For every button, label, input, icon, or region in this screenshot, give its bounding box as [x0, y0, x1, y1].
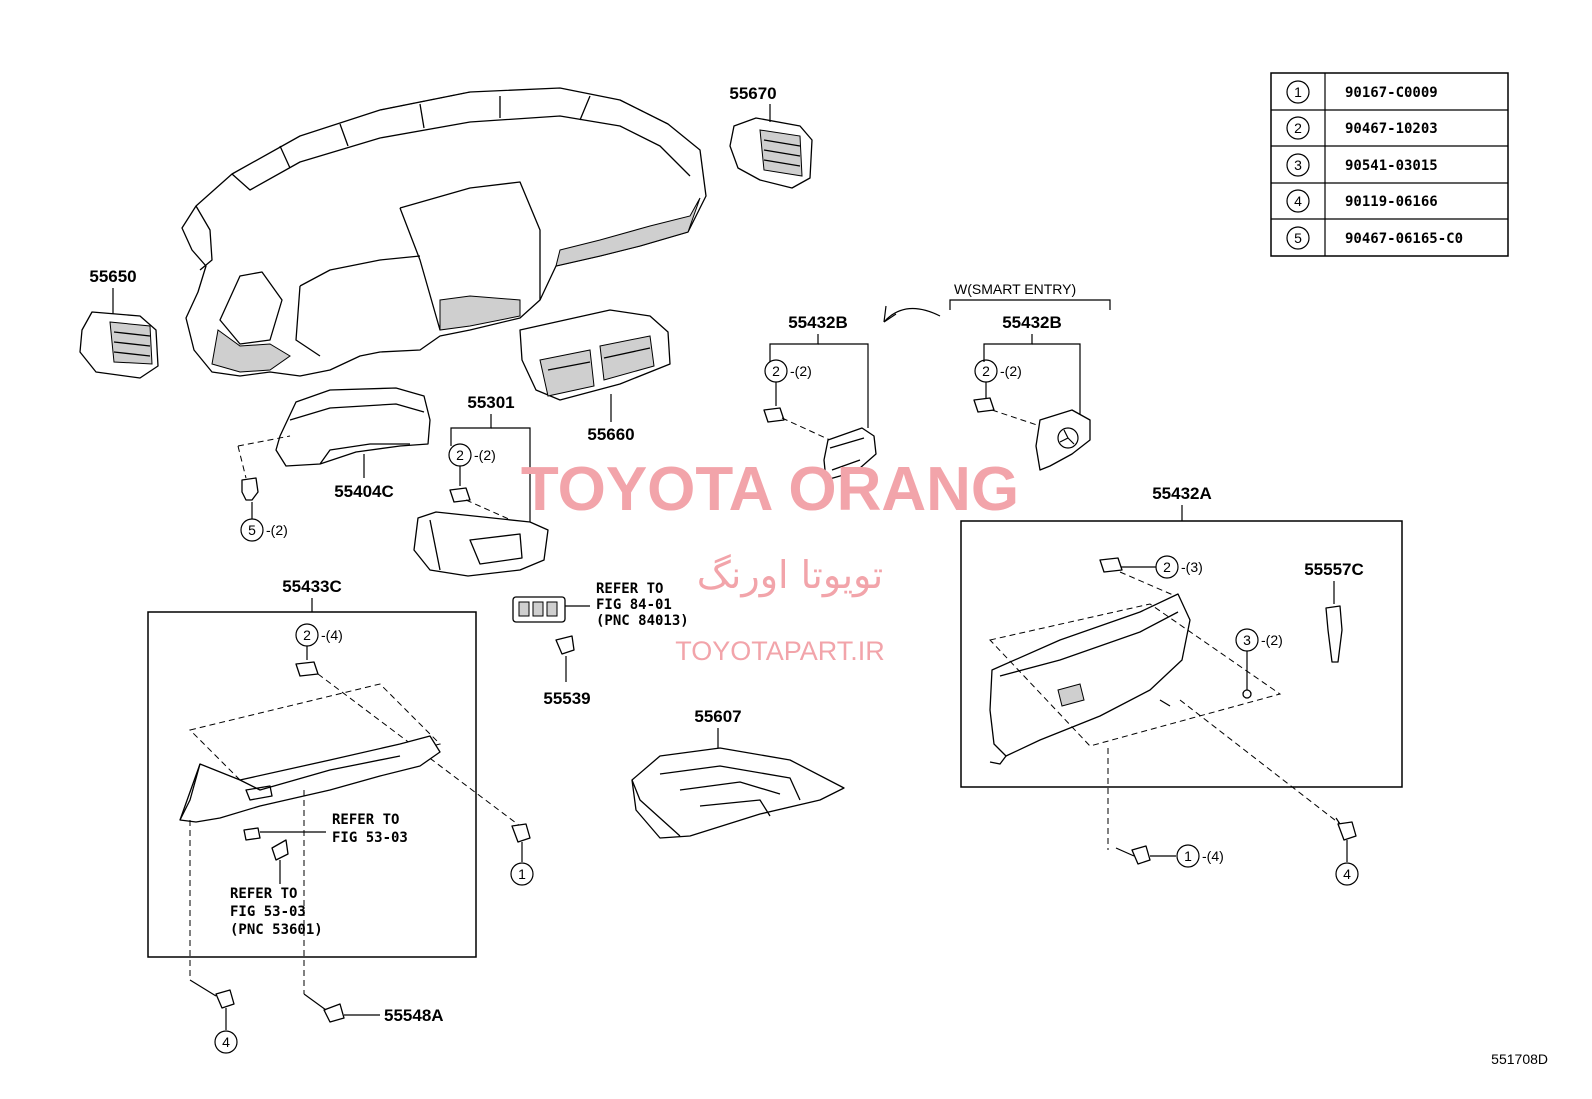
watermark: TOYOTA ORANG تویوتا اورنگ TOYOTAPART.IR — [521, 455, 1019, 666]
legend-number: 5 — [1294, 230, 1302, 246]
callout-1: 1 — [1184, 848, 1192, 864]
callout-2: 2 — [772, 363, 780, 379]
callout-circle — [1286, 226, 1310, 250]
callout-circle — [214, 1030, 238, 1054]
legend-number: 2 — [1294, 120, 1302, 136]
glove-box-55432A: 55432A 2 -(3) 3 -(2) 55557C — [960, 484, 1403, 788]
qty-3-2: -(2) — [1261, 632, 1283, 648]
legend-number: 4 — [1294, 193, 1302, 209]
start-button-icon — [1057, 427, 1079, 449]
qty-2-2: -(2) — [1000, 363, 1022, 379]
callout-3: 3 — [1243, 632, 1251, 648]
callout-circle — [1286, 116, 1310, 140]
qty-5-2: -(2) — [266, 522, 288, 538]
callout-circle — [1286, 80, 1310, 104]
callout-circle — [1176, 844, 1200, 868]
callout-5: 5 — [248, 522, 256, 538]
part-label-55548A: 55548A — [384, 1006, 444, 1025]
qty-2-2: -(2) — [474, 447, 496, 463]
vent-55650: 55650 — [79, 267, 159, 379]
legend-table: 1 90167-C0009 2 90467-10203 3 90541-0301… — [1270, 72, 1509, 257]
part-label-55432B-left: 55432B — [788, 313, 848, 332]
part-label-55432A: 55432A — [1152, 484, 1212, 503]
legend-part-number: 90541-03015 — [1345, 158, 1438, 174]
part-label-55432B-right: 55432B — [1002, 313, 1062, 332]
part-label-55557C: 55557C — [1304, 560, 1364, 579]
legend-part-number: 90467-10203 — [1345, 121, 1438, 137]
callout-2: 2 — [982, 363, 990, 379]
vent-55660: 55660 — [519, 309, 671, 444]
callout-2: 2 — [456, 447, 464, 463]
part-label-55650: 55650 — [89, 267, 136, 286]
callout-4: 4 — [1343, 866, 1351, 882]
refer-to-fig84-line2: FIG 84-01 — [596, 597, 672, 613]
part-label-55404C: 55404C — [334, 482, 394, 501]
arrow-icon — [883, 305, 941, 323]
callout-circle — [510, 862, 534, 886]
legend-part-number: 90467-06165-C0 — [1345, 231, 1463, 247]
lower-panel-55433C: 55433C 2 -(4) 1 REFER TO FIG 53-03 REFER… — [147, 577, 534, 1054]
qty-1-4: -(4) — [1202, 848, 1224, 864]
cover-55432B-left: 55432B 2 -(2) — [763, 313, 877, 481]
watermark-site: TOYOTAPART.IR — [675, 636, 885, 666]
legend-part-number: 90119-06166 — [1345, 194, 1438, 210]
part-label-55539: 55539 — [543, 689, 590, 708]
legend-row-4: 4 90119-06166 — [1286, 189, 1438, 213]
part-label-55301: 55301 — [467, 393, 514, 412]
callout-circle — [1286, 189, 1310, 213]
refer-to-fig53-a-line1: REFER TO — [332, 812, 399, 828]
legend-number: 3 — [1294, 157, 1302, 173]
qty-2-4: -(4) — [321, 627, 343, 643]
callout-circle — [1335, 862, 1359, 886]
legend-part-number: 90167-C0009 — [1345, 85, 1438, 101]
qty-2-3: -(3) — [1181, 559, 1203, 575]
glove-box-fasteners: 1 -(4) 4 — [1107, 699, 1359, 886]
vent-55670: 55670 — [729, 84, 813, 189]
smart-entry-label: W(SMART ENTRY) — [954, 281, 1076, 297]
instrument-panel-drawing — [181, 87, 707, 377]
part-label-55670: 55670 — [729, 84, 776, 103]
refer-to-fig53-b-line3: (PNC 53601) — [230, 922, 323, 938]
diagram-code: 551708D — [1491, 1051, 1548, 1067]
meter-hood-55404C: 5 -(2) 55404C — [237, 387, 431, 542]
qty-2-2: -(2) — [790, 363, 812, 379]
watermark-title: TOYOTA ORANG — [521, 455, 1019, 524]
legend-row-3: 3 90541-03015 — [1286, 153, 1438, 177]
refer-to-fig84-line1: REFER TO — [596, 581, 663, 597]
callout-circle — [1286, 153, 1310, 177]
refer-to-fig53-b-line2: FIG 53-03 — [230, 904, 306, 920]
legend-row-5: 5 90467-06165-C0 — [1286, 226, 1463, 250]
callout-4: 4 — [222, 1034, 230, 1050]
legend-row-2: 2 90467-10203 — [1286, 116, 1438, 140]
refer-to-fig53-a-line2: FIG 53-03 — [332, 830, 408, 846]
watermark-persian: تویوتا اورنگ — [697, 553, 884, 598]
legend-row-1: 1 90167-C0009 — [1286, 80, 1438, 104]
cluster-panel-55301: 55301 2 -(2) — [413, 393, 549, 577]
switch-assembly: REFER TO FIG 84-01 (PNC 84013) 55539 — [512, 581, 689, 708]
callout-2: 2 — [1163, 559, 1171, 575]
refer-to-fig84-line3: (PNC 84013) — [596, 613, 689, 629]
callout-1: 1 — [518, 866, 526, 882]
part-label-55433C: 55433C — [282, 577, 342, 596]
legend-number: 1 — [1294, 84, 1302, 100]
part-label-55660: 55660 — [587, 425, 634, 444]
under-cover-55607: 55607 — [631, 707, 845, 839]
cover-55432B-smart-entry: W(SMART ENTRY) 55432B 2 -(2) — [949, 281, 1111, 471]
callout-2: 2 — [303, 627, 311, 643]
refer-to-fig53-b-line1: REFER TO — [230, 886, 297, 902]
part-label-55607: 55607 — [694, 707, 741, 726]
